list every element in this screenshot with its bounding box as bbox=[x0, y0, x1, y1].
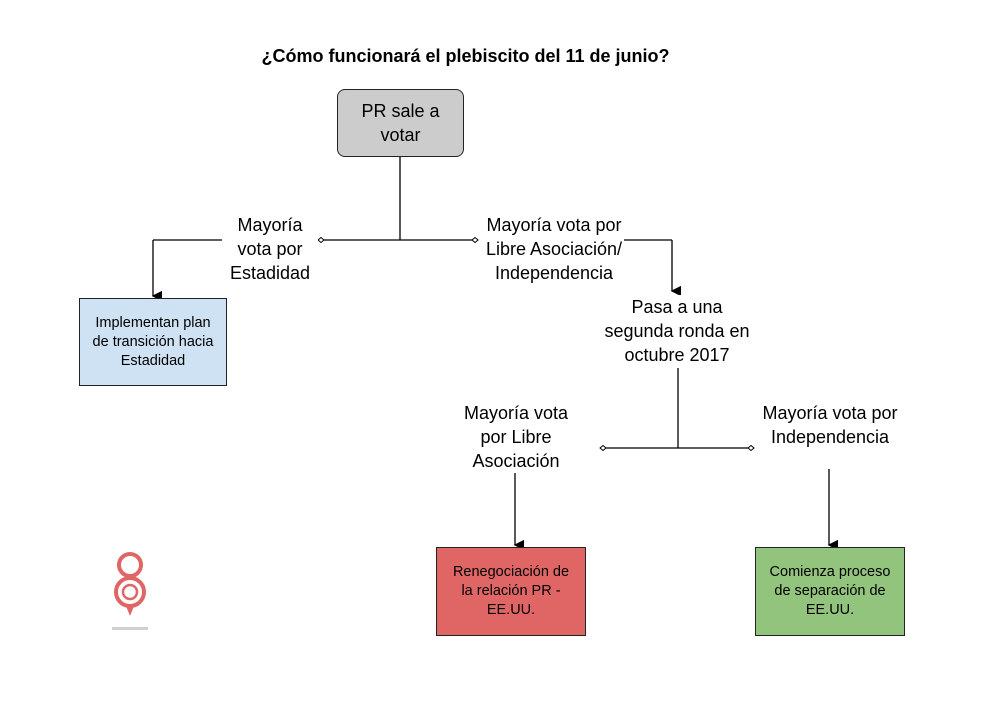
node-plan-estadidad-label: Implementan plan de transición hacia Est… bbox=[92, 314, 214, 369]
node-renegociacion-label: Renegociación de la relación PR - EE.UU. bbox=[452, 564, 570, 618]
node-plan-estadidad: Implementan plan de transición hacia Est… bbox=[79, 298, 227, 386]
node-start-label: PR sale a votar bbox=[361, 101, 440, 145]
diagram-title: ¿Cómo funcionará el plebiscito del 11 de… bbox=[261, 46, 670, 66]
node-start: PR sale a votar bbox=[337, 89, 464, 157]
diamond-end bbox=[747, 444, 755, 452]
option-estadidad: Mayoría vota por Estadidad bbox=[222, 213, 318, 285]
option-independencia: Mayoría vota por Independencia bbox=[760, 401, 900, 449]
option-libre-independencia: Mayoría vota por Libre Asociación/ Indep… bbox=[484, 213, 624, 285]
node-separacion-label: Comienza proceso de separación de EE.UU. bbox=[769, 564, 891, 618]
diamond-end bbox=[471, 236, 479, 244]
node-renegociacion: Renegociación de la relación PR - EE.UU. bbox=[436, 547, 586, 636]
node-separacion: Comienza proceso de separación de EE.UU. bbox=[755, 547, 905, 636]
diamond-end bbox=[317, 236, 325, 244]
option-libre-asociacion: Mayoría vota por Libre Asociación bbox=[456, 401, 576, 473]
diamond-end bbox=[599, 444, 607, 452]
logo-8-icon bbox=[112, 552, 148, 630]
node-segunda-ronda: Pasa a una segunda ronda en octubre 2017 bbox=[603, 295, 751, 367]
